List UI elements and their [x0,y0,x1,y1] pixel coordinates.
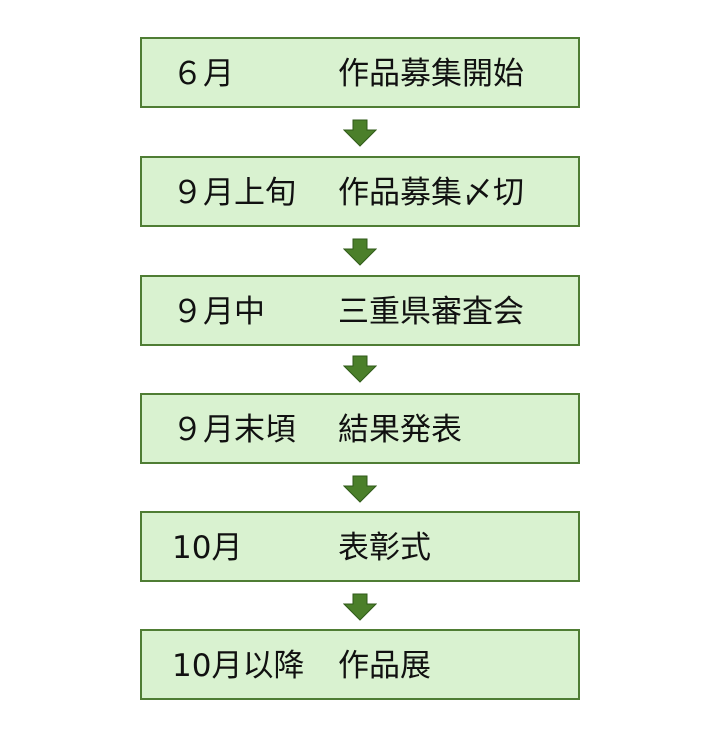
down-arrow-icon [343,355,377,383]
step-box: ６月 作品募集開始 [140,37,580,108]
step-box: ９月中 三重県審査会 [140,275,580,346]
step-date: ９月上旬 [172,175,296,211]
step-date: ９月中 [172,294,265,330]
step-event: 三重県審査会 [338,294,524,330]
step-date: 10月 [172,530,243,566]
step-box: ９月上旬 作品募集〆切 [140,156,580,227]
down-arrow-icon [343,593,377,621]
down-arrow-icon [343,238,377,266]
step-box: 10月 表彰式 [140,511,580,582]
step-date: ６月 [172,56,234,92]
down-arrow-icon [343,119,377,147]
step-event: 作品募集〆切 [338,175,524,211]
step-event: 作品募集開始 [338,56,524,92]
step-date: ９月末頃 [172,412,296,448]
step-event: 作品展 [338,648,431,684]
step-box: 10月以降 作品展 [140,629,580,700]
down-arrow-icon [343,475,377,503]
step-event: 表彰式 [338,530,431,566]
step-box: ９月末頃 結果発表 [140,393,580,464]
step-date: 10月以降 [172,648,305,684]
step-event: 結果発表 [338,412,462,448]
